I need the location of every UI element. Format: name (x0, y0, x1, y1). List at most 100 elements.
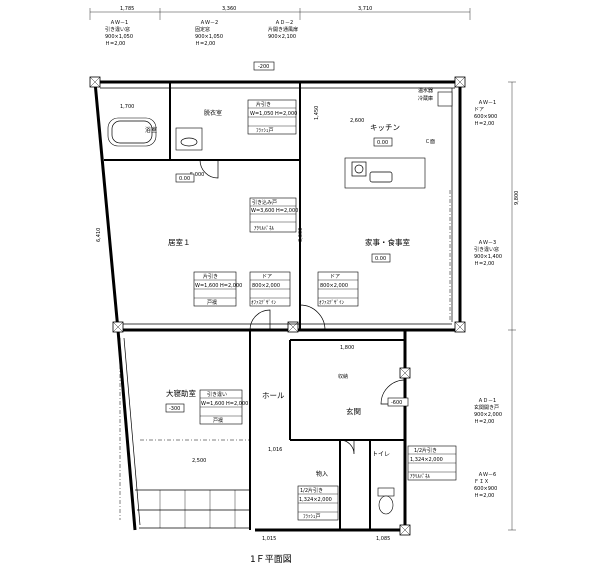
dim-kitchen-vertical: 1,450 (314, 106, 320, 120)
door-swings-lower (339, 379, 406, 455)
svg-text:ｵﾌｧｽﾃﾞｻﾞｲﾝ: ｵﾌｧｽﾃﾞｻﾞｲﾝ (251, 299, 277, 306)
columns (89, 76, 466, 536)
window-label-aw4: ＡＷ－3 引き違い窓 900×1,400 Ｈ=2,00 (474, 240, 502, 267)
svg-text:固定窓: 固定窓 (195, 26, 210, 33)
svg-text:900×2,000: 900×2,000 (474, 412, 502, 418)
grid-lines (119, 190, 451, 520)
svg-text:戸襖: 戸襖 (207, 299, 217, 306)
top-dimensions: 1,785 3,360 3,710 (89, 6, 471, 20)
room-toilet: トイレ (372, 451, 390, 458)
svg-text:ＡＷ－3: ＡＷ－3 (478, 240, 496, 246)
label-water-heater: 温水器 (418, 87, 433, 94)
svg-text:W=1,600 H=2,000: W=1,600 H=2,000 (195, 283, 242, 289)
dim-tatami-width: 2,500 (192, 458, 206, 464)
room-entrance: 玄関 (346, 406, 361, 416)
level-codes: -200 0.00 0.00 -300 -600 0.00 (165, 61, 409, 413)
dim-bottom-1: 1,015 (262, 536, 276, 542)
door-spec-d7: 1/2片引き 1,324×2,000 ｱｸﾘﾙﾊﾟﾈﾙ (407, 445, 457, 481)
svg-text:1,324×2,000: 1,324×2,000 (410, 457, 443, 463)
svg-text:-200: -200 (258, 64, 269, 70)
svg-text:ＦＩＸ: ＦＩＸ (474, 479, 489, 485)
svg-text:900×1,050: 900×1,050 (195, 34, 223, 40)
svg-text:ＡＷ－1: ＡＷ－1 (478, 100, 496, 106)
svg-text:引き違い窓: 引き違い窓 (105, 26, 130, 33)
svg-text:ｱｸﾘﾙﾊﾟﾈﾙ: ｱｸﾘﾙﾊﾟﾈﾙ (410, 473, 431, 480)
svg-text:玄関開き戸: 玄関開き戸 (474, 404, 499, 411)
svg-text:ＡＷ－6: ＡＷ－6 (478, 472, 496, 478)
room-hall: ホール (262, 391, 285, 400)
svg-text:900×1,400: 900×1,400 (474, 254, 502, 260)
window-label-aw3: ＡＷ－1 ドア 600×900 Ｈ=2,00 (474, 100, 497, 127)
svg-text:戸襖: 戸襖 (213, 417, 223, 424)
room-storage: 物入 (316, 470, 328, 478)
svg-text:引き込み戸: 引き込み戸 (252, 199, 277, 206)
door-spec-d2: 引き込み戸 W=3,600 H=2,000 ｱｸﾘﾙﾊﾟﾈﾙ (249, 197, 298, 233)
plan-title: 1Ｆ平面図 (250, 554, 292, 565)
dim-left-1: 6,410 (96, 228, 102, 242)
svg-text:ｱｸﾘﾙﾊﾟﾈﾙ: ｱｸﾘﾙﾊﾟﾈﾙ (254, 225, 275, 232)
svg-text:片開き通風扉: 片開き通風扉 (268, 26, 298, 33)
door-spec-d5: ドア 800×2,000 ｵﾌｧｽﾃﾞｻﾞｲﾝ (317, 271, 359, 307)
window-label-aw5: ＡＤ－1 玄関開き戸 900×2,000 Ｈ=2,00 (474, 398, 502, 425)
svg-text:Ｈ=2,00: Ｈ=2,00 (474, 121, 494, 127)
svg-text:W=3,600 H=2,000: W=3,600 H=2,000 (251, 208, 298, 214)
label-floor-c: Ｃ面 (425, 139, 435, 145)
svg-text:Ｈ=2,00: Ｈ=2,00 (474, 261, 494, 267)
svg-text:1/2片引き: 1/2片引き (300, 487, 323, 494)
label-storage-c: 収納 (338, 373, 348, 380)
window-label-aw2: ＡＷ－2 固定窓 900×1,050 Ｈ=2,00 (195, 20, 223, 47)
svg-text:ｵﾌｧｽﾃﾞｻﾞｲﾝ: ｵﾌｧｽﾃﾞｻﾞｲﾝ (319, 299, 345, 306)
svg-text:800×2,000: 800×2,000 (252, 283, 280, 289)
svg-text:1/2片引き: 1/2片引き (414, 447, 437, 454)
svg-text:0.00: 0.00 (375, 256, 386, 262)
svg-text:引き違い窓: 引き違い窓 (474, 246, 499, 253)
dim-right-1: 9,800 (514, 191, 520, 205)
svg-text:600×900: 600×900 (474, 486, 497, 492)
dim-hall-width: 1,800 (340, 345, 354, 351)
svg-text:Ｈ=2,00: Ｈ=2,00 (474, 419, 494, 425)
dim-top-2: 3,360 (222, 6, 236, 12)
wall-finish-lines (100, 87, 455, 526)
kitchen-counter (344, 157, 426, 189)
svg-text:-300: -300 (169, 406, 180, 412)
room-living: 家事・食事室 (365, 237, 410, 247)
dim-kitchen-width: 2,600 (350, 118, 364, 124)
room-washroom: 脱衣室 (204, 109, 222, 117)
bathtub (107, 117, 157, 147)
svg-text:ドア: ドア (330, 274, 340, 280)
dim-hall-lower: 1,016 (268, 447, 282, 453)
svg-text:ＡＤ－1: ＡＤ－1 (478, 398, 496, 404)
door-spec-d1: 片引き W=1,050 H=2,000 ﾌﾗｯｼｭ戸 (247, 99, 297, 135)
svg-text:0.00: 0.00 (377, 140, 388, 146)
svg-text:Ｈ=2,00: Ｈ=2,00 (195, 41, 215, 47)
dim-bottom-2: 1,085 (376, 536, 390, 542)
svg-text:800×2,000: 800×2,000 (320, 283, 348, 289)
water-heater-unit (437, 91, 453, 107)
svg-text:片引き: 片引き (203, 273, 218, 280)
washbasin (175, 127, 203, 151)
svg-text:ＡＷ－1: ＡＷ－1 (110, 20, 128, 26)
dim-top-3: 3,710 (358, 6, 372, 12)
svg-text:W=1,050 H=2,000: W=1,050 H=2,000 (250, 111, 297, 117)
window-label-ad2: ＡＤ－2 片開き通風扉 900×2,100 (268, 20, 298, 40)
svg-text:W=1,600 H=2,000: W=1,600 H=2,000 (201, 401, 248, 407)
svg-text:Ｈ=2,00: Ｈ=2,00 (105, 41, 125, 47)
toilet-fixture (377, 487, 395, 515)
dim-ldk-width: 5,000 (190, 172, 204, 178)
dim-top-1: 1,785 (120, 6, 134, 12)
door-spec-d3: 片引き W=1,600 H=2,000 戸襖 (193, 271, 242, 307)
window-label-aw6: ＡＷ－6 ＦＩＸ 600×900 Ｈ=2,00 (474, 472, 497, 499)
room-tatami: 大寝助室 (166, 388, 196, 398)
door-spec-d4: ドア 800×2,000 ｵﾌｧｽﾃﾞｻﾞｲﾝ (249, 271, 291, 307)
svg-text:ＡＤ－2: ＡＤ－2 (275, 20, 293, 26)
dim-bath-width: 1,700 (120, 104, 134, 110)
room-kitchen: キッチン (370, 123, 400, 132)
svg-text:ドア: ドア (262, 274, 272, 280)
room-bath: 浴室 (145, 126, 157, 134)
door-spec-d8: 1/2片引き 1,324×2,000 ﾌﾗｯｼｭ戸 (297, 485, 339, 521)
window-label-aw1: ＡＷ－1 引き違い窓 900×1,050 Ｈ=2,00 (105, 20, 133, 47)
deck-steps (135, 489, 250, 529)
room-ldk: 居室１ (168, 237, 191, 247)
svg-text:Ｈ=2,00: Ｈ=2,00 (474, 493, 494, 499)
svg-text:-600: -600 (391, 400, 402, 406)
